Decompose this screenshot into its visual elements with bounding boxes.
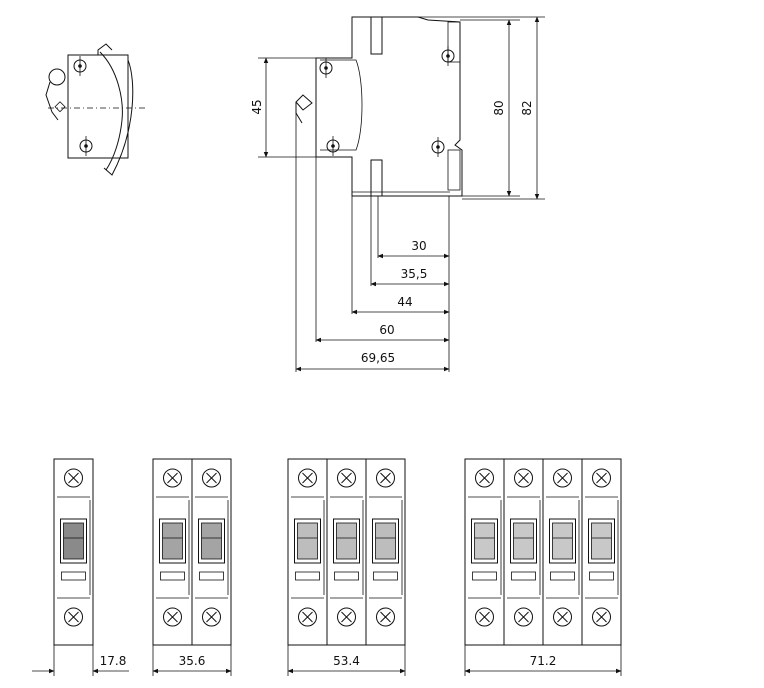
indicator-window [373, 571, 398, 581]
dim-label-69-65: 69,65 [361, 351, 395, 365]
terminal-screw-icon [298, 468, 317, 488]
screw-icon [326, 136, 340, 156]
indicator-window [61, 571, 86, 581]
width-dim-label: 35.6 [179, 654, 206, 668]
width-dim-label: 53.4 [333, 654, 360, 668]
terminal-screw-icon [64, 607, 83, 627]
indicator-window [511, 571, 536, 581]
side-view: 45 80 82 30 35,5 44 60 69,65 [250, 16, 545, 372]
dim-label-30: 30 [411, 239, 426, 253]
terminal-screw-icon [475, 468, 494, 488]
terminal-screw-icon [337, 468, 356, 488]
indicator-window [160, 571, 185, 581]
toggle-handle [294, 518, 321, 564]
terminal-screw-icon [592, 468, 611, 488]
breaker-front-view-2-pole: 35.6 [152, 458, 232, 676]
terminal-screw-icon [553, 607, 572, 627]
toggle-handle [333, 518, 360, 564]
terminal-screw-icon [376, 607, 395, 627]
front-views: 17.8 35.6 53.4 71.2 [32, 458, 622, 676]
indicator-window [199, 571, 224, 581]
dim-label-45: 45 [250, 99, 264, 114]
indicator-window [550, 571, 575, 581]
indicator-window [334, 571, 359, 581]
terminal-screw-icon [514, 468, 533, 488]
terminal-screw-icon [376, 468, 395, 488]
toggle-handle [549, 518, 576, 564]
dim-label-80: 80 [492, 100, 506, 115]
screw-icon [79, 136, 93, 156]
dim-label-82: 82 [520, 100, 534, 115]
toggle-handle [372, 518, 399, 564]
screw-icon [73, 56, 87, 76]
toggle-handle [588, 518, 615, 564]
toggle-handle [60, 518, 87, 564]
breaker-front-view-1-pole: 17.8 [32, 458, 129, 676]
width-dim-label: 17.8 [100, 654, 127, 668]
screw-icon [441, 46, 455, 66]
indicator-window [295, 571, 320, 581]
breaker-front-view-3-pole: 53.4 [287, 458, 406, 676]
toggle-handle [471, 518, 498, 564]
terminal-screw-icon [64, 468, 83, 488]
terminal-screw-icon [514, 607, 533, 627]
terminal-screw-icon [337, 607, 356, 627]
dim-label-35-5: 35,5 [401, 267, 428, 281]
indicator-window [589, 571, 614, 581]
terminal-screw-icon [163, 468, 182, 488]
toggle-handle [159, 518, 186, 564]
screw-icon [431, 137, 445, 157]
terminal-screw-icon [298, 607, 317, 627]
terminal-screw-icon [202, 468, 221, 488]
breaker-front-view-4-pole: 71.2 [464, 458, 622, 676]
indicator-window [472, 571, 497, 581]
terminal-screw-icon [202, 607, 221, 627]
toggle-handle [198, 518, 225, 564]
dim-label-44: 44 [397, 295, 412, 309]
terminal-screw-icon [475, 607, 494, 627]
toggle-handle [510, 518, 537, 564]
terminal-screw-icon [553, 468, 572, 488]
terminal-screw-icon [592, 607, 611, 627]
width-dim-label: 71.2 [530, 654, 557, 668]
dim-label-60: 60 [379, 323, 394, 337]
terminal-screw-icon [163, 607, 182, 627]
mounting-detail [45, 43, 146, 176]
screw-icon [319, 58, 333, 78]
